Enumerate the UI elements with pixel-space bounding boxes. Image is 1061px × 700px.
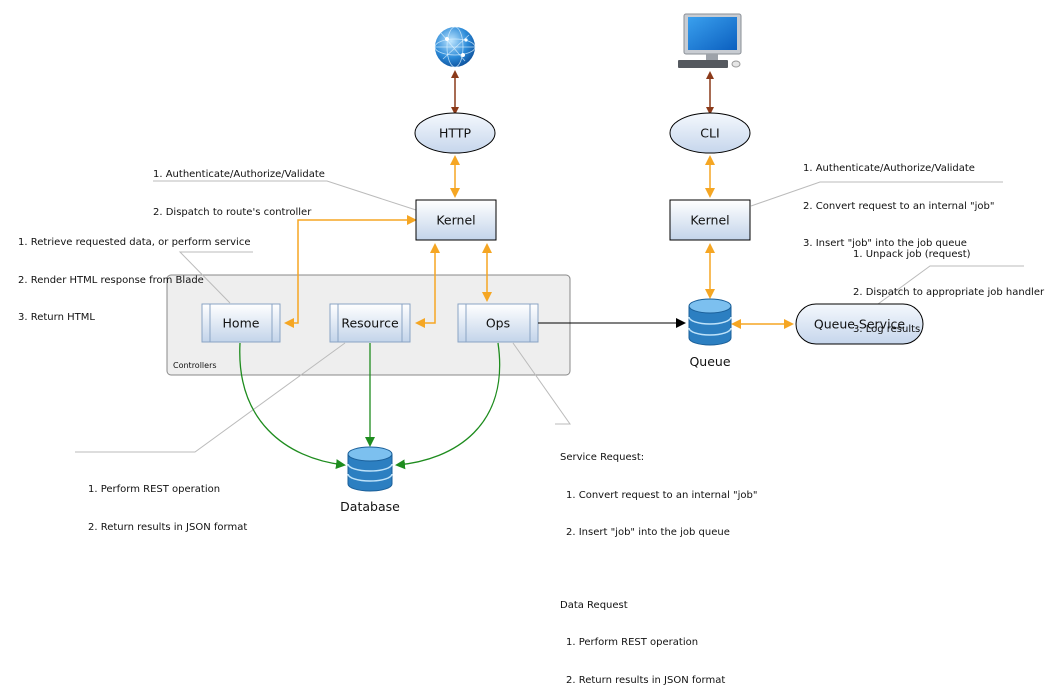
note-line: 2. Insert "job" into the job queue — [566, 527, 730, 538]
note-line: 2. Return results in JSON format — [88, 521, 248, 533]
home-note: 1. Retrieve requested data, or perform s… — [18, 212, 251, 337]
note-line: 3. Return HTML — [18, 312, 95, 323]
cli-label: CLI — [700, 126, 719, 141]
home-label: Home — [223, 316, 260, 331]
note-line: 3. Insert "job" into the job queue — [803, 238, 967, 249]
ops-label: Ops — [486, 316, 510, 331]
queue-service-label: Queue Service — [814, 317, 906, 332]
ops-data-title: Data Request — [560, 599, 628, 611]
kernel-left-label: Kernel — [436, 213, 475, 228]
controllers-label: Controllers — [173, 361, 217, 370]
green-arrows — [239, 342, 501, 470]
ops-service-title: Service Request: — [560, 452, 645, 463]
architecture-diagram: Controllers HTTP CLI — [75, 13, 1024, 514]
kernel-right-label: Kernel — [690, 213, 729, 228]
ops-node: Ops — [457, 303, 539, 343]
http-label: HTTP — [439, 126, 471, 141]
database-icon — [347, 446, 393, 492]
queue-database-icon — [688, 298, 732, 346]
kernel-right-node: Kernel — [669, 199, 751, 241]
queue-service-note: 1. Unpack job (request) 2. Dispatch to a… — [853, 224, 1044, 349]
http-kernel-note: 1. Authenticate/Authorize/Validate 2. Di… — [153, 144, 325, 232]
note-line: 3. Log results — [853, 324, 921, 335]
note-line: 1. Perform REST operation — [88, 484, 221, 495]
globe-icon — [434, 26, 476, 68]
http-node: HTTP — [414, 112, 496, 154]
note-line: 1. Perform REST operation — [566, 637, 699, 648]
queue-label: Queue — [689, 354, 730, 369]
resource-node: Resource — [329, 303, 411, 343]
note-line: 2. Dispatch to appropriate job handler — [853, 286, 1045, 298]
note-line: 1. Convert request to an internal "job" — [566, 489, 758, 501]
cli-node: CLI — [669, 112, 751, 154]
cli-kernel-note: 1. Authenticate/Authorize/Validate 2. Co… — [803, 138, 994, 263]
note-line: 2. Render HTML response from Blade — [18, 274, 204, 286]
desktop-computer-icon — [678, 13, 742, 68]
orange-arrows — [284, 155, 794, 329]
note-line: 1. Authenticate/Authorize/Validate — [153, 169, 325, 180]
note-line: 2. Convert request to an internal "job" — [803, 200, 995, 212]
resource-label: Resource — [341, 316, 399, 331]
queue-service-node: Queue Service — [795, 303, 924, 345]
note-line: 1. Unpack job (request) — [853, 249, 971, 260]
note-line: 1. Authenticate/Authorize/Validate — [803, 163, 975, 174]
database-label: Database — [340, 499, 400, 514]
ops-note: Service Request: 1. Convert request to a… — [560, 427, 757, 700]
note-line: 2. Return results in JSON format — [566, 674, 726, 686]
note-line: 1. Retrieve requested data, or perform s… — [18, 237, 251, 248]
resource-note: 1. Perform REST operation 2. Return resu… — [88, 459, 247, 547]
kernel-left-node: Kernel — [415, 199, 497, 241]
home-node: Home — [201, 303, 281, 343]
note-connectors — [75, 180, 1024, 453]
note-line: 2. Dispatch to route's controller — [153, 206, 312, 218]
